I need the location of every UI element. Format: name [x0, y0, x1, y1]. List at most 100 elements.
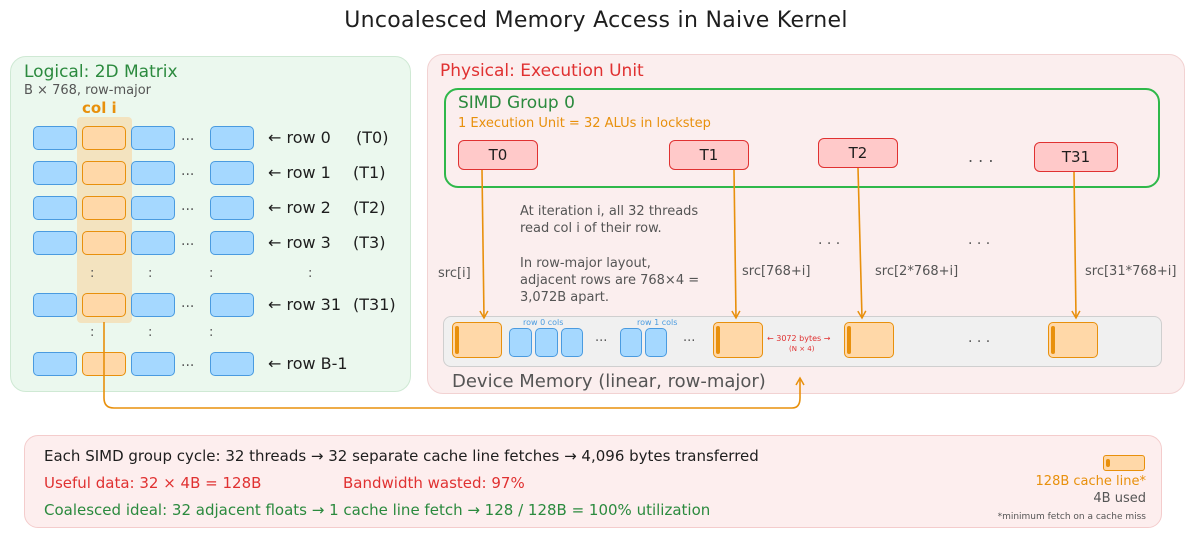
vertical-ellipsis: : — [209, 266, 214, 281]
matrix-cell — [131, 352, 175, 376]
vertical-ellipsis: : — [148, 266, 153, 281]
row-ellipsis: ... — [181, 128, 195, 144]
matrix-cell — [33, 126, 77, 150]
row-thread-label: (T2) — [353, 198, 386, 217]
row1-cols-label: row 1 cols — [637, 318, 678, 327]
col-i-label: col i — [82, 99, 117, 117]
matrix-cell — [33, 231, 77, 255]
memory-word — [645, 328, 667, 357]
matrix-cell — [33, 352, 77, 376]
row-label: ← row 0 — [268, 128, 331, 147]
vertical-ellipsis: : — [308, 266, 313, 281]
gap-label: ← 3072 bytes → — [767, 334, 831, 343]
src-label-t1: src[768+i] — [742, 264, 811, 279]
cache-line-t2 — [844, 322, 894, 358]
coalesced-ideal-text: Coalesced ideal: 32 adjacent floats → 1 … — [44, 501, 711, 519]
mid-ellipsis-1: . . . — [818, 232, 841, 248]
matrix-cell — [131, 126, 175, 150]
row-ellipsis: ... — [181, 295, 195, 311]
simd-subtitle: 1 Execution Unit = 32 ALUs in lockstep — [458, 116, 711, 131]
logical-heading: Logical: 2D Matrix — [24, 62, 178, 82]
useful-data-text: Useful data: 32 × 4B = 128B — [44, 474, 262, 492]
matrix-cell — [210, 196, 254, 220]
src-label-t2: src[2*768+i] — [875, 264, 959, 279]
row-label: ← row 1 — [268, 163, 331, 182]
row-label: ← row B-1 — [268, 354, 348, 373]
logical-subheading: B × 768, row-major — [24, 83, 152, 98]
matrix-cell — [210, 352, 254, 376]
arrow-t2 — [857, 167, 867, 320]
src-label-t0: src[i] — [438, 266, 471, 281]
arrow-t1 — [731, 169, 741, 320]
note-line-4: adjacent rows are 768×4 = — [520, 273, 700, 288]
memory-ellipsis: ... — [595, 330, 608, 345]
thread-t31: T31 — [1034, 142, 1118, 172]
row-label: ← row 2 — [268, 198, 331, 217]
thread-t1: T1 — [669, 140, 749, 170]
threads-ellipsis: . . . — [968, 147, 994, 166]
matrix-cell — [131, 196, 175, 220]
note-line-3: In row-major layout, — [520, 256, 651, 271]
matrix-cell — [210, 161, 254, 185]
row-label: ← row 31 — [268, 295, 342, 314]
arrow-matrix-to-memory — [103, 322, 805, 409]
memory-word — [509, 328, 532, 357]
matrix-cell — [33, 161, 77, 185]
matrix-cell-col-i — [82, 126, 126, 150]
row-label: ← row 3 — [268, 233, 331, 252]
vertical-ellipsis: : — [148, 325, 153, 340]
vertical-ellipsis: : — [90, 325, 95, 340]
matrix-cell-col-i — [82, 231, 126, 255]
thread-t0: T0 — [458, 140, 538, 170]
bandwidth-wasted-text: Bandwidth wasted: 97% — [343, 474, 525, 492]
matrix-cell-col-i — [82, 196, 126, 220]
memory-word — [535, 328, 558, 357]
note-line-5: 3,072B apart. — [520, 290, 610, 305]
matrix-cell — [131, 231, 175, 255]
matrix-cell — [210, 293, 254, 317]
summary-line-1: Each SIMD group cycle: 32 threads → 32 s… — [44, 447, 759, 465]
note-line-1: At iteration i, all 32 threads — [520, 204, 699, 219]
matrix-cell — [131, 293, 175, 317]
matrix-cell-col-i — [82, 161, 126, 185]
matrix-cell — [210, 231, 254, 255]
row-ellipsis: ... — [181, 198, 195, 214]
thread-t2: T2 — [818, 138, 898, 168]
matrix-cell — [131, 161, 175, 185]
physical-heading: Physical: Execution Unit — [440, 61, 644, 81]
device-memory-label: Device Memory (linear, row-major) — [452, 371, 766, 392]
src-label-t31: src[31*768+i] — [1085, 264, 1177, 279]
arrow-t31 — [1071, 171, 1081, 320]
cache-line-t1 — [713, 322, 763, 358]
matrix-cell — [33, 293, 77, 317]
mid-ellipsis-2: . . . — [968, 232, 991, 248]
note-line-2: read col i of their row. — [520, 221, 662, 236]
row-ellipsis: ... — [181, 233, 195, 249]
memory-ellipsis: ... — [683, 330, 696, 345]
legend-cache-line-swatch — [1103, 455, 1145, 471]
memory-word — [620, 328, 642, 357]
memory-ellipsis: . . . — [968, 330, 991, 346]
simd-title: SIMD Group 0 — [458, 93, 575, 113]
column-highlight — [77, 117, 132, 323]
cache-line-t31 — [1048, 322, 1098, 358]
arrow-t0 — [479, 169, 489, 320]
memory-word — [561, 328, 583, 357]
row-thread-label: (T31) — [353, 295, 396, 314]
legend-used-label: 4B used — [1093, 491, 1146, 506]
row-thread-label: (T0) — [356, 128, 389, 147]
row-ellipsis: ... — [181, 163, 195, 179]
gap-label-sub: (N × 4) — [789, 345, 815, 353]
row0-cols-label: row 0 cols — [523, 318, 564, 327]
vertical-ellipsis: : — [209, 325, 214, 340]
summary-panel — [24, 435, 1162, 528]
matrix-cell-col-i — [82, 293, 126, 317]
diagram-title: Uncoalesced Memory Access in Naive Kerne… — [344, 8, 848, 33]
row-thread-label: (T1) — [353, 163, 386, 182]
logical-panel — [10, 56, 411, 392]
cache-line-t0 — [452, 322, 502, 358]
matrix-cell — [210, 126, 254, 150]
row-ellipsis: ... — [181, 354, 195, 370]
legend-cache-line-label: 128B cache line* — [1035, 474, 1146, 489]
